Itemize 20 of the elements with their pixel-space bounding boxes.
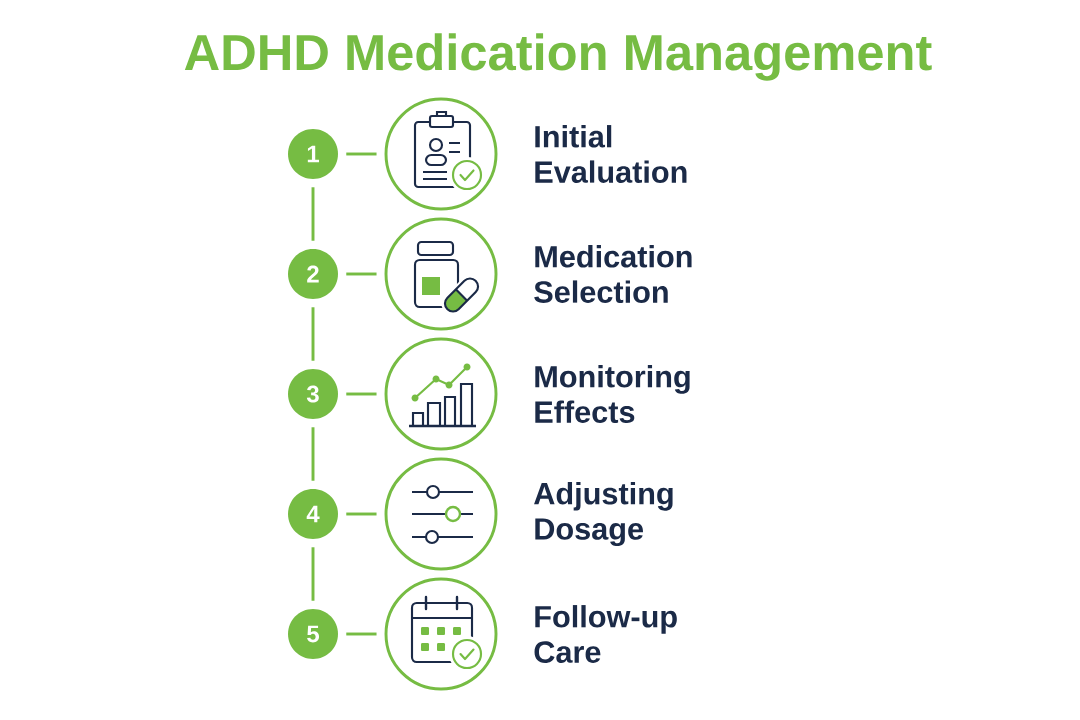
connector-line: [311, 547, 315, 601]
icon-circle: [384, 337, 498, 451]
icon-circle: [384, 457, 498, 571]
connector-line: [311, 307, 315, 361]
connector-line: [346, 392, 377, 396]
connector-line: [346, 152, 377, 156]
icon-circle: [384, 97, 498, 211]
connector-line: [346, 512, 377, 516]
connector-line: [311, 187, 315, 241]
step-label: Adjusting Dosage: [534, 481, 673, 547]
connector-line: [311, 427, 315, 481]
step-label: Monitoring Effects: [535, 365, 690, 423]
connector-line: [346, 632, 377, 636]
step-label: Follow-up Care: [534, 605, 677, 663]
connector-line: [346, 272, 377, 276]
icon-circle: [384, 217, 498, 331]
step-label: Medication Selection: [534, 245, 692, 303]
icon-circle: [384, 577, 498, 691]
title: ADHD Medication Management: [184, 33, 932, 81]
step-label: Initial Evaluation: [535, 125, 687, 183]
